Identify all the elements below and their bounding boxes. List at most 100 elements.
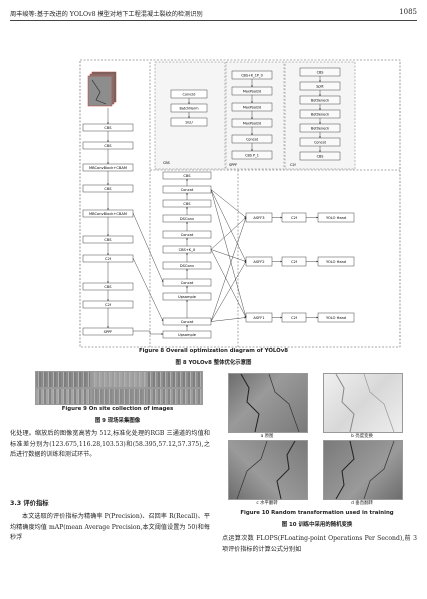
yolo-head-block: YOLO Head bbox=[317, 312, 355, 323]
fig8-caption-zh: 图 8 YOLOv8 整体优化示意图 bbox=[175, 360, 252, 366]
svg-text:MaxPool2d: MaxPool2d bbox=[243, 105, 261, 109]
fig10b-label: b 亮度变换 bbox=[351, 434, 373, 439]
svg-text:MaxPool2d: MaxPool2d bbox=[243, 121, 261, 125]
connector-line bbox=[210, 316, 247, 322]
fig9-image bbox=[91, 388, 147, 405]
svg-text:CBS+K_1P_0: CBS+K_1P_0 bbox=[241, 73, 263, 77]
svg-text:ASFF1: ASFF1 bbox=[253, 316, 264, 320]
svg-text:C2f: C2f bbox=[291, 316, 298, 320]
backbone-block: CBS bbox=[82, 235, 134, 244]
c2f-head-block: C2f bbox=[281, 212, 307, 223]
running-header: 周丰峻等:基于改进的 YOLOv8 模型对地下工程混凝土裂纹的检测识别 1085 bbox=[10, 8, 417, 21]
body-paragraph-preprocess: 化处理。缩放后的图像宽高皆为 512,标准化处理的RGB 三通道的均值和标准差分… bbox=[10, 430, 210, 459]
yolo-head-block: YOLO Head bbox=[317, 212, 355, 223]
svg-text:YOLO Head: YOLO Head bbox=[326, 316, 346, 320]
connector-line bbox=[210, 189, 247, 262]
svg-text:C2f: C2f bbox=[105, 257, 112, 261]
sppf-detail-block: MaxPool2d bbox=[231, 102, 273, 112]
module-details: Conv2dBatchNormSiLUCBSCBS+K_1P_0MaxPool2… bbox=[163, 67, 341, 167]
sppf-detail-block: MaxPool2d bbox=[231, 118, 273, 128]
fig9-image bbox=[35, 388, 91, 405]
backbone-block: C2f bbox=[82, 254, 134, 263]
svg-text:Bottleneck: Bottleneck bbox=[311, 126, 329, 130]
architecture-diagram: CBSCBSMBConvBlock+CBAMCBSMBConvBlock+CBA… bbox=[79, 59, 401, 348]
cbs-panel-label: CBS bbox=[163, 161, 170, 165]
backbone-block: SPPF bbox=[82, 327, 134, 336]
fig10c-label: c 水平翻转 bbox=[256, 501, 278, 506]
connector-line bbox=[210, 217, 247, 250]
svg-text:YOLO Head: YOLO Head bbox=[326, 260, 346, 264]
backbone-block: C2f bbox=[82, 300, 134, 309]
c2f-detail-block: Concat bbox=[299, 137, 341, 147]
connector-line bbox=[132, 212, 164, 283]
header-title: 周丰峻等:基于改进的 YOLOv8 模型对地下工程混凝土裂纹的检测识别 bbox=[10, 11, 203, 18]
svg-text:CBS: CBS bbox=[317, 70, 324, 74]
svg-text:CBS: CBS bbox=[183, 202, 191, 206]
input-image-icon bbox=[87, 71, 117, 107]
svg-text:CBS: CBS bbox=[317, 154, 324, 158]
c2f-panel-label: C2f bbox=[290, 163, 297, 167]
neck-block: Upsample bbox=[162, 292, 212, 301]
page-number: 1085 bbox=[399, 8, 417, 16]
svg-text:MBConvBlock+CBAM: MBConvBlock+CBAM bbox=[89, 212, 127, 216]
c2f-detail-block: CBS bbox=[299, 151, 341, 161]
connector-line bbox=[210, 189, 247, 218]
sppf-detail-block: CBS+K_1P_0 bbox=[231, 70, 273, 80]
svg-text:Conv2d: Conv2d bbox=[183, 92, 196, 96]
svg-text:Bottleneck: Bottleneck bbox=[311, 98, 329, 102]
svg-text:C2f: C2f bbox=[291, 260, 298, 264]
cbs-detail-block: Conv2d bbox=[170, 89, 208, 99]
backbone-block: CBS bbox=[82, 282, 134, 291]
svg-text:SPPF: SPPF bbox=[104, 330, 113, 334]
c2f-head-block: C2f bbox=[281, 312, 307, 323]
svg-text:Upsample: Upsample bbox=[178, 295, 197, 299]
yolo-head-block: YOLO Head bbox=[317, 256, 355, 267]
fig9-image bbox=[91, 371, 147, 388]
neck-block: Concat bbox=[162, 278, 212, 287]
svg-text:ASFF3: ASFF3 bbox=[253, 216, 264, 220]
backbone-block: CBS bbox=[82, 123, 134, 132]
svg-text:CBS: CBS bbox=[183, 174, 191, 178]
svg-text:Bottleneck: Bottleneck bbox=[311, 112, 329, 116]
backbone-block: CBS bbox=[82, 141, 134, 150]
svg-text:CBS: CBS bbox=[104, 187, 112, 191]
body-paragraph-right: 点运算次数 FLOPS(FLoating-point Operations Pe… bbox=[222, 535, 417, 553]
c2f-detail-block: Bottleneck bbox=[299, 95, 341, 105]
backbone-block: CBS bbox=[82, 184, 134, 193]
fig10d-label: d 垂直翻转 bbox=[351, 501, 373, 506]
neck-block: DSConv bbox=[162, 214, 212, 223]
svg-text:CBS+K_X: CBS+K_X bbox=[179, 248, 196, 252]
asff-block: ASFF2 bbox=[245, 256, 273, 267]
connector-line bbox=[210, 249, 247, 262]
neck-block: Concat bbox=[162, 230, 212, 239]
neck-block: Upsample bbox=[162, 330, 212, 339]
fig10a-label: a 原图 bbox=[260, 434, 274, 439]
c2f-head-block: C2f bbox=[281, 256, 307, 267]
svg-text:CBS: CBS bbox=[104, 144, 112, 148]
fig10b-image bbox=[323, 373, 403, 433]
connector-line bbox=[210, 261, 247, 322]
fig10d-image bbox=[323, 440, 403, 500]
fig9-caption-en: Figure 9 On site collection of images bbox=[61, 406, 174, 412]
fig9-image bbox=[35, 371, 91, 388]
svg-text:CBS: CBS bbox=[104, 238, 112, 242]
backbone-block: MBConvBlock+CBAM bbox=[82, 209, 134, 218]
svg-text:CBS P_1: CBS P_1 bbox=[245, 153, 259, 157]
sppf-detail-block: CBS P_1 bbox=[231, 150, 273, 160]
connector-line bbox=[210, 189, 247, 318]
svg-text:MaxPool2d: MaxPool2d bbox=[243, 89, 261, 93]
svg-text:Concat: Concat bbox=[246, 137, 259, 141]
c2f-detail-block: Bottleneck bbox=[299, 109, 341, 119]
connector-line bbox=[210, 217, 247, 322]
svg-text:Concat: Concat bbox=[181, 281, 194, 285]
svg-text:CBS: CBS bbox=[104, 126, 112, 130]
fig10-caption-zh: 图 10 训练中采用的随机变换 bbox=[281, 522, 353, 528]
c2f-detail-block: Bottleneck bbox=[299, 123, 341, 133]
svg-text:Split: Split bbox=[316, 84, 324, 88]
neck-column: CBSConcatCBSDSConvConcatCBS+K_XDSConvCon… bbox=[162, 171, 212, 339]
neck-block: CBS bbox=[162, 199, 212, 208]
svg-text:SiLU: SiLU bbox=[185, 120, 193, 124]
asff-block: ASFF1 bbox=[245, 312, 273, 323]
connections bbox=[107, 76, 321, 335]
